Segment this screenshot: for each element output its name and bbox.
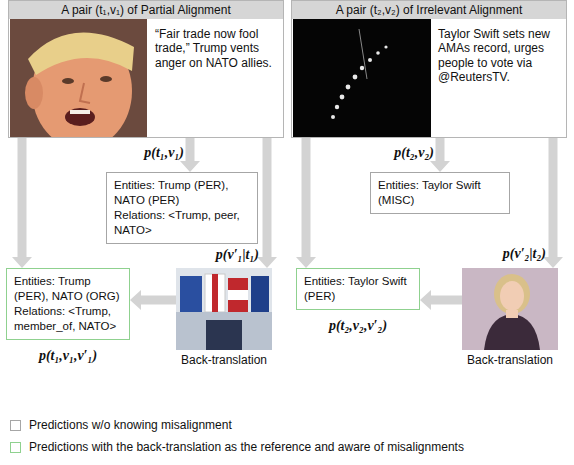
prediction-text: Relations: <Trump, member_of, NATO> [14, 304, 122, 334]
image-caption: Back-translation [467, 353, 553, 367]
prediction-text: Entities: Trump (PER), NATO (ORG) [14, 274, 122, 304]
prediction-text: Relations: <Trump, peer, NATO> [114, 208, 250, 238]
probability-label: p(t₁,v₁,v′₁) [39, 348, 97, 364]
flow-arrow [543, 138, 563, 268]
legend-text: Predictions w/o knowing misalignment [29, 418, 232, 432]
probability-label: p(v′₁|t₁) [216, 247, 259, 263]
arrow-shape [420, 290, 462, 310]
prediction-box: Entities: Taylor Swift (PER) [296, 268, 420, 310]
image-caption: Back-translation [181, 353, 267, 367]
prediction-text: Entities: Taylor Swift (PER) [304, 274, 412, 304]
flow-arrow [12, 138, 32, 268]
flow-arrow [420, 290, 462, 310]
legend-swatch [10, 442, 21, 453]
trump-photo [10, 19, 147, 137]
alignment-panel: A pair (t₁,v₁) of Partial Alignment “Fair… [8, 0, 284, 138]
image-node: Back-translation [462, 268, 558, 350]
news-caption: Taylor Swift sets new AMAs record, urges… [438, 27, 562, 85]
flow-arrow [257, 138, 277, 268]
panel-heading: A pair (t₁,v₁) of Partial Alignment [9, 1, 283, 19]
arrow-shape [296, 138, 316, 268]
dark-photo [293, 19, 431, 137]
flow-arrow [130, 290, 176, 310]
probability-label: p(t₂,v₂,v′₂) [329, 318, 387, 334]
arrow-shape [257, 138, 277, 268]
prediction-text: Entities: Taylor Swift (MISC) [378, 178, 502, 208]
arrow-shape [130, 290, 176, 310]
prediction-box: Entities: Taylor Swift (MISC) [370, 172, 510, 214]
nato-flags-photo [176, 268, 272, 350]
prediction-box: Entities: Trump (PER), NATO (ORG)Relatio… [6, 268, 130, 340]
arrow-shape [543, 138, 563, 268]
legend-row: Predictions w/o knowing misalignment [10, 418, 566, 432]
probability-label: p(t₁,v₁) [144, 145, 184, 161]
probability-label: p(v′₂|t₂) [503, 246, 546, 262]
flow-arrow [296, 138, 316, 268]
legend-text: Predictions with the back-translation as… [29, 440, 464, 454]
news-caption: “Fair trade now fool trade,” Trump vents… [155, 27, 279, 70]
arrow-shape [12, 138, 32, 268]
panel-heading: A pair (t₂,v₂) of Irrelevant Alignment [292, 1, 566, 19]
prediction-box: Entities: Trump (PER), NATO (PER)Relatio… [106, 172, 258, 244]
alignment-panel: A pair (t₂,v₂) of Irrelevant AlignmentTa… [291, 0, 567, 138]
probability-label: p(t₂,v₂) [394, 145, 434, 161]
image-node: Back-translation [176, 268, 272, 350]
legend-row: Predictions with the back-translation as… [10, 440, 566, 454]
legend-swatch [10, 420, 21, 431]
prediction-text: Entities: Trump (PER), NATO (PER) [114, 178, 250, 208]
taylor-swift-photo [462, 268, 558, 350]
